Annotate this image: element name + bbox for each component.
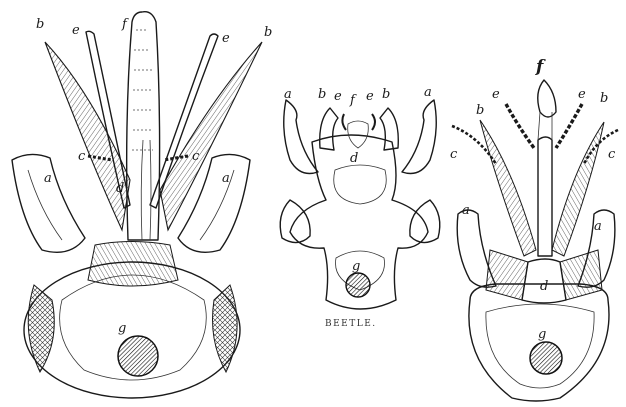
left-label-d: d <box>116 181 124 196</box>
left-maxilla-right <box>160 42 262 230</box>
left-label-c-left: c <box>78 149 86 164</box>
right-base-right <box>560 250 602 300</box>
right-head-capsule <box>469 284 609 401</box>
beetle-clypeus <box>334 165 387 204</box>
left-label-g: g <box>118 321 126 336</box>
left-maxilla-left <box>45 42 130 230</box>
left-mandible-left <box>12 154 85 252</box>
left-label-e-left: e <box>72 23 80 38</box>
beetle-label-d: d <box>350 151 358 166</box>
left-label-b-left: b <box>36 17 44 32</box>
beetle-caption: BEETLE. <box>325 319 377 329</box>
right-tongue-tip <box>538 80 556 117</box>
beetle-label-a-right: a <box>424 85 432 100</box>
beetle-spot-g <box>346 273 370 297</box>
beetle-jaw-right <box>402 100 436 174</box>
left-tongue <box>127 12 160 240</box>
beetle-eye-right <box>410 200 440 243</box>
right-label-a-left: a <box>462 203 470 218</box>
left-spot-g <box>118 336 158 376</box>
right-palp-right <box>556 104 582 148</box>
beetle-figure: a b e f e b a d g BEETLE. <box>280 85 440 329</box>
beetle-label-f: f <box>349 93 357 108</box>
beetle-mandible-left <box>320 108 338 150</box>
right-label-a-right: a <box>594 219 602 234</box>
right-label-b-left: b <box>476 103 484 118</box>
right-label-c-right: c <box>608 147 616 162</box>
right-label-c-left: c <box>450 147 458 162</box>
beetle-label-b-left: b <box>318 87 326 102</box>
right-central-stalk <box>538 137 552 256</box>
beetle-palp-right <box>372 114 375 130</box>
beetle-label-a-left: a <box>284 87 292 102</box>
left-label-a-right: a <box>222 171 230 186</box>
left-label-a-left: a <box>44 171 52 186</box>
left-tongue-hairs <box>132 30 153 150</box>
right-palp-left <box>506 104 534 148</box>
left-label-e-right: e <box>222 31 230 46</box>
left-tongue-center <box>141 140 151 240</box>
beetle-label-b-right: b <box>382 87 390 102</box>
right-spot-g <box>530 342 562 374</box>
right-label-f: f <box>535 57 546 77</box>
right-label-g: g <box>538 327 546 342</box>
right-label-e-left: e <box>492 87 500 102</box>
beetle-label-e-right: e <box>366 89 374 104</box>
right-label-d: d <box>540 279 548 294</box>
left-head-side-right <box>213 285 238 372</box>
beetle-label-g: g <box>352 259 360 274</box>
right-base-left <box>486 250 528 300</box>
left-label-b-right: b <box>264 25 272 40</box>
left-head-side-left <box>28 285 54 372</box>
left-label-f: f <box>121 17 129 32</box>
left-labrum-base <box>88 242 178 287</box>
left-figure: b e f e b c c a a d g <box>12 12 272 398</box>
beetle-palp-left <box>342 114 346 130</box>
beetle-label-e-left: e <box>334 89 342 104</box>
right-label-b-right: b <box>600 91 608 106</box>
right-figure: f b e e b c c a a d g <box>450 57 618 401</box>
left-label-c-right: c <box>192 149 200 164</box>
beetle-jaw-left <box>284 100 318 174</box>
right-label-e-right: e <box>578 87 586 102</box>
beetle-mandible-right <box>380 108 398 150</box>
